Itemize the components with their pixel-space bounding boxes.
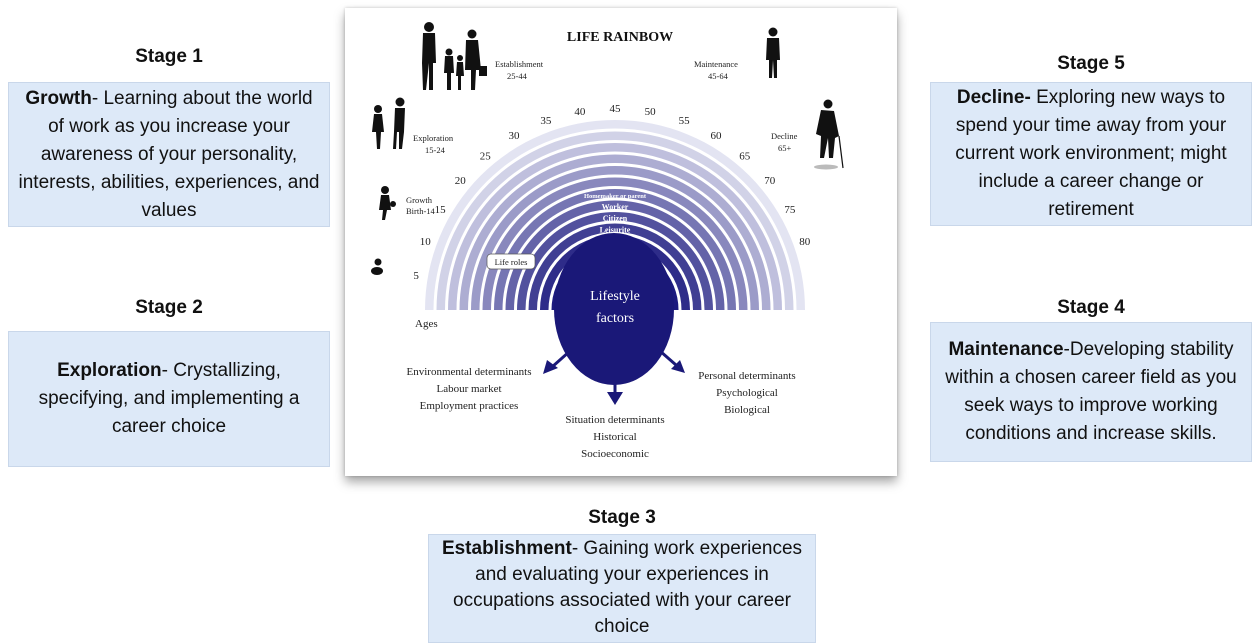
role-label-citizen: Citizen: [603, 214, 628, 223]
stage1-title: Stage 1: [135, 46, 203, 67]
age-label-60: 60: [711, 130, 723, 142]
stage2-desc: Crystallizing, specifying, and implement…: [38, 360, 300, 437]
age-label-75: 75: [784, 204, 796, 216]
rainbow-title: LIFE RAINBOW: [567, 30, 673, 45]
phase-maintenance-name: Maintenance: [694, 59, 738, 69]
arrow-down: [607, 384, 623, 405]
life-roles-tag: [486, 253, 536, 270]
svg-text:Personal determinants: Personal determinants: [698, 370, 795, 382]
stage3-name: Establishment: [441, 537, 572, 559]
situation-determinants: Situation determinants Historical Socioe…: [565, 414, 664, 460]
phase-maintenance-range: 45-64: [708, 71, 729, 81]
phase-establishment-name: Establishment: [495, 59, 544, 69]
role-label-homemaker-or-parent: Homemaker or parent: [584, 193, 647, 200]
stage3-box: Establishment- Gaining work experiences …: [428, 534, 816, 643]
role-label-worker: Worker: [602, 202, 629, 211]
ages-label: Ages: [415, 318, 438, 330]
age-label-15: 15: [435, 204, 447, 216]
svg-text:Situation determinants: Situation determinants: [565, 414, 664, 426]
svg-text:Historical: Historical: [593, 431, 636, 443]
stage2-title: Stage 2: [135, 297, 203, 318]
lifestyle-label-line1: Lifestyle: [590, 289, 640, 304]
age-label-5: 5: [413, 270, 419, 282]
age-label-25: 25: [480, 150, 492, 162]
svg-text:Environmental determinants: Environmental determinants: [407, 366, 532, 378]
lifestyle-label-line2: factors: [596, 311, 634, 326]
age-label-35: 35: [540, 115, 552, 127]
stage5-box: Decline- Exploring new ways to spend you…: [930, 82, 1252, 226]
stage3-desc: Gaining work experiences and evaluating …: [453, 537, 803, 637]
age-label-20: 20: [455, 175, 467, 187]
phase-growth-range: Birth-14: [406, 206, 436, 216]
elderly-silhouette-icon: [814, 99, 844, 170]
age-label-40: 40: [574, 106, 586, 118]
age-label-65: 65: [739, 150, 751, 162]
age-label-10: 10: [420, 236, 432, 248]
phase-exploration-name: Exploration: [413, 133, 454, 143]
age-label-50: 50: [645, 106, 657, 118]
stage4-title: Stage 4: [1057, 297, 1125, 318]
svg-text:Socioeconomic: Socioeconomic: [581, 448, 649, 460]
rainbow-svg: LIFE RAINBOW Homemaker or parentWorkerCi…: [371, 22, 844, 460]
svg-text:Labour market: Labour market: [436, 383, 501, 395]
age-label-70: 70: [764, 175, 776, 187]
role-label-leisurite: Leisurite: [600, 225, 631, 234]
stage1-name: Growth: [25, 87, 92, 109]
phase-exploration-range: 15-24: [425, 145, 446, 155]
stage5-title: Stage 5: [1057, 53, 1125, 74]
phase-decline-name: Decline: [771, 131, 798, 141]
svg-text:Biological: Biological: [724, 404, 770, 416]
environmental-determinants: Environmental determinants Labour market…: [407, 366, 532, 412]
age-label-80: 80: [799, 236, 811, 248]
stage4-desc: Developing stability within a chosen car…: [945, 339, 1237, 444]
personal-determinants: Personal determinants Psychological Biol…: [698, 370, 795, 416]
svg-text:Psychological: Psychological: [716, 387, 778, 399]
family-silhouette-icon: [422, 22, 487, 90]
baby-silhouette-icon: [371, 258, 383, 275]
stage1-desc: Learning about the world of work as you …: [18, 87, 320, 221]
arrow-right: [659, 349, 685, 373]
stage4-box: Maintenance-Developing stability within …: [930, 322, 1252, 462]
phase-growth-name: Growth: [406, 195, 433, 205]
stage4-name: Maintenance: [948, 339, 1064, 360]
age-label-55: 55: [679, 115, 691, 127]
stage5-desc: Exploring new ways to spend your time aw…: [955, 87, 1227, 220]
couple-silhouette-icon: [372, 97, 405, 149]
worker-silhouette-icon: [766, 27, 780, 78]
stage2-name: Exploration: [57, 360, 162, 381]
child-silhouette-icon: [379, 186, 396, 220]
age-label-30: 30: [509, 130, 521, 142]
phase-establishment-range: 25-44: [507, 71, 528, 81]
stage3-title: Stage 3: [588, 507, 656, 528]
age-label-45: 45: [610, 103, 622, 115]
lifestyle-ellipse: [554, 233, 674, 385]
stage5-name: Decline-: [956, 87, 1031, 108]
life-roles-label: Life roles: [495, 257, 528, 267]
svg-text:Employment practices: Employment practices: [420, 400, 519, 412]
phase-decline-range: 65+: [778, 143, 792, 153]
stage2-box: Exploration- Crystallizing, specifying, …: [8, 331, 330, 467]
arrow-left: [543, 349, 571, 374]
stage1-box: Growth- Learning about the world of work…: [8, 82, 330, 227]
